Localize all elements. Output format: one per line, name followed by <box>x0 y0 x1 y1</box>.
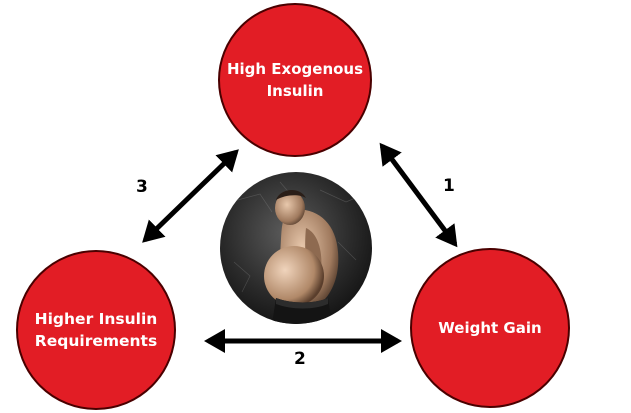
node-weight-gain: Weight Gain <box>410 248 570 408</box>
edge-number-1: 1 <box>443 176 455 196</box>
overweight-man-photo <box>220 172 372 324</box>
edge-number-2: 2 <box>294 349 306 369</box>
arrow-edge-1 <box>379 142 458 248</box>
edge-number-3: 3 <box>136 177 148 197</box>
arrow-edge-3 <box>142 149 239 243</box>
node-label-right: Weight Gain <box>438 319 542 337</box>
node-label-top: High Exogenous Insulin <box>226 60 364 100</box>
node-higher-insulin-requirements: Higher Insulin Requirements <box>16 250 176 410</box>
node-label-left: Higher Insulin Requirements <box>34 310 158 350</box>
node-high-exogenous-insulin: High Exogenous Insulin <box>218 3 372 157</box>
overweight-man-icon <box>220 172 372 324</box>
